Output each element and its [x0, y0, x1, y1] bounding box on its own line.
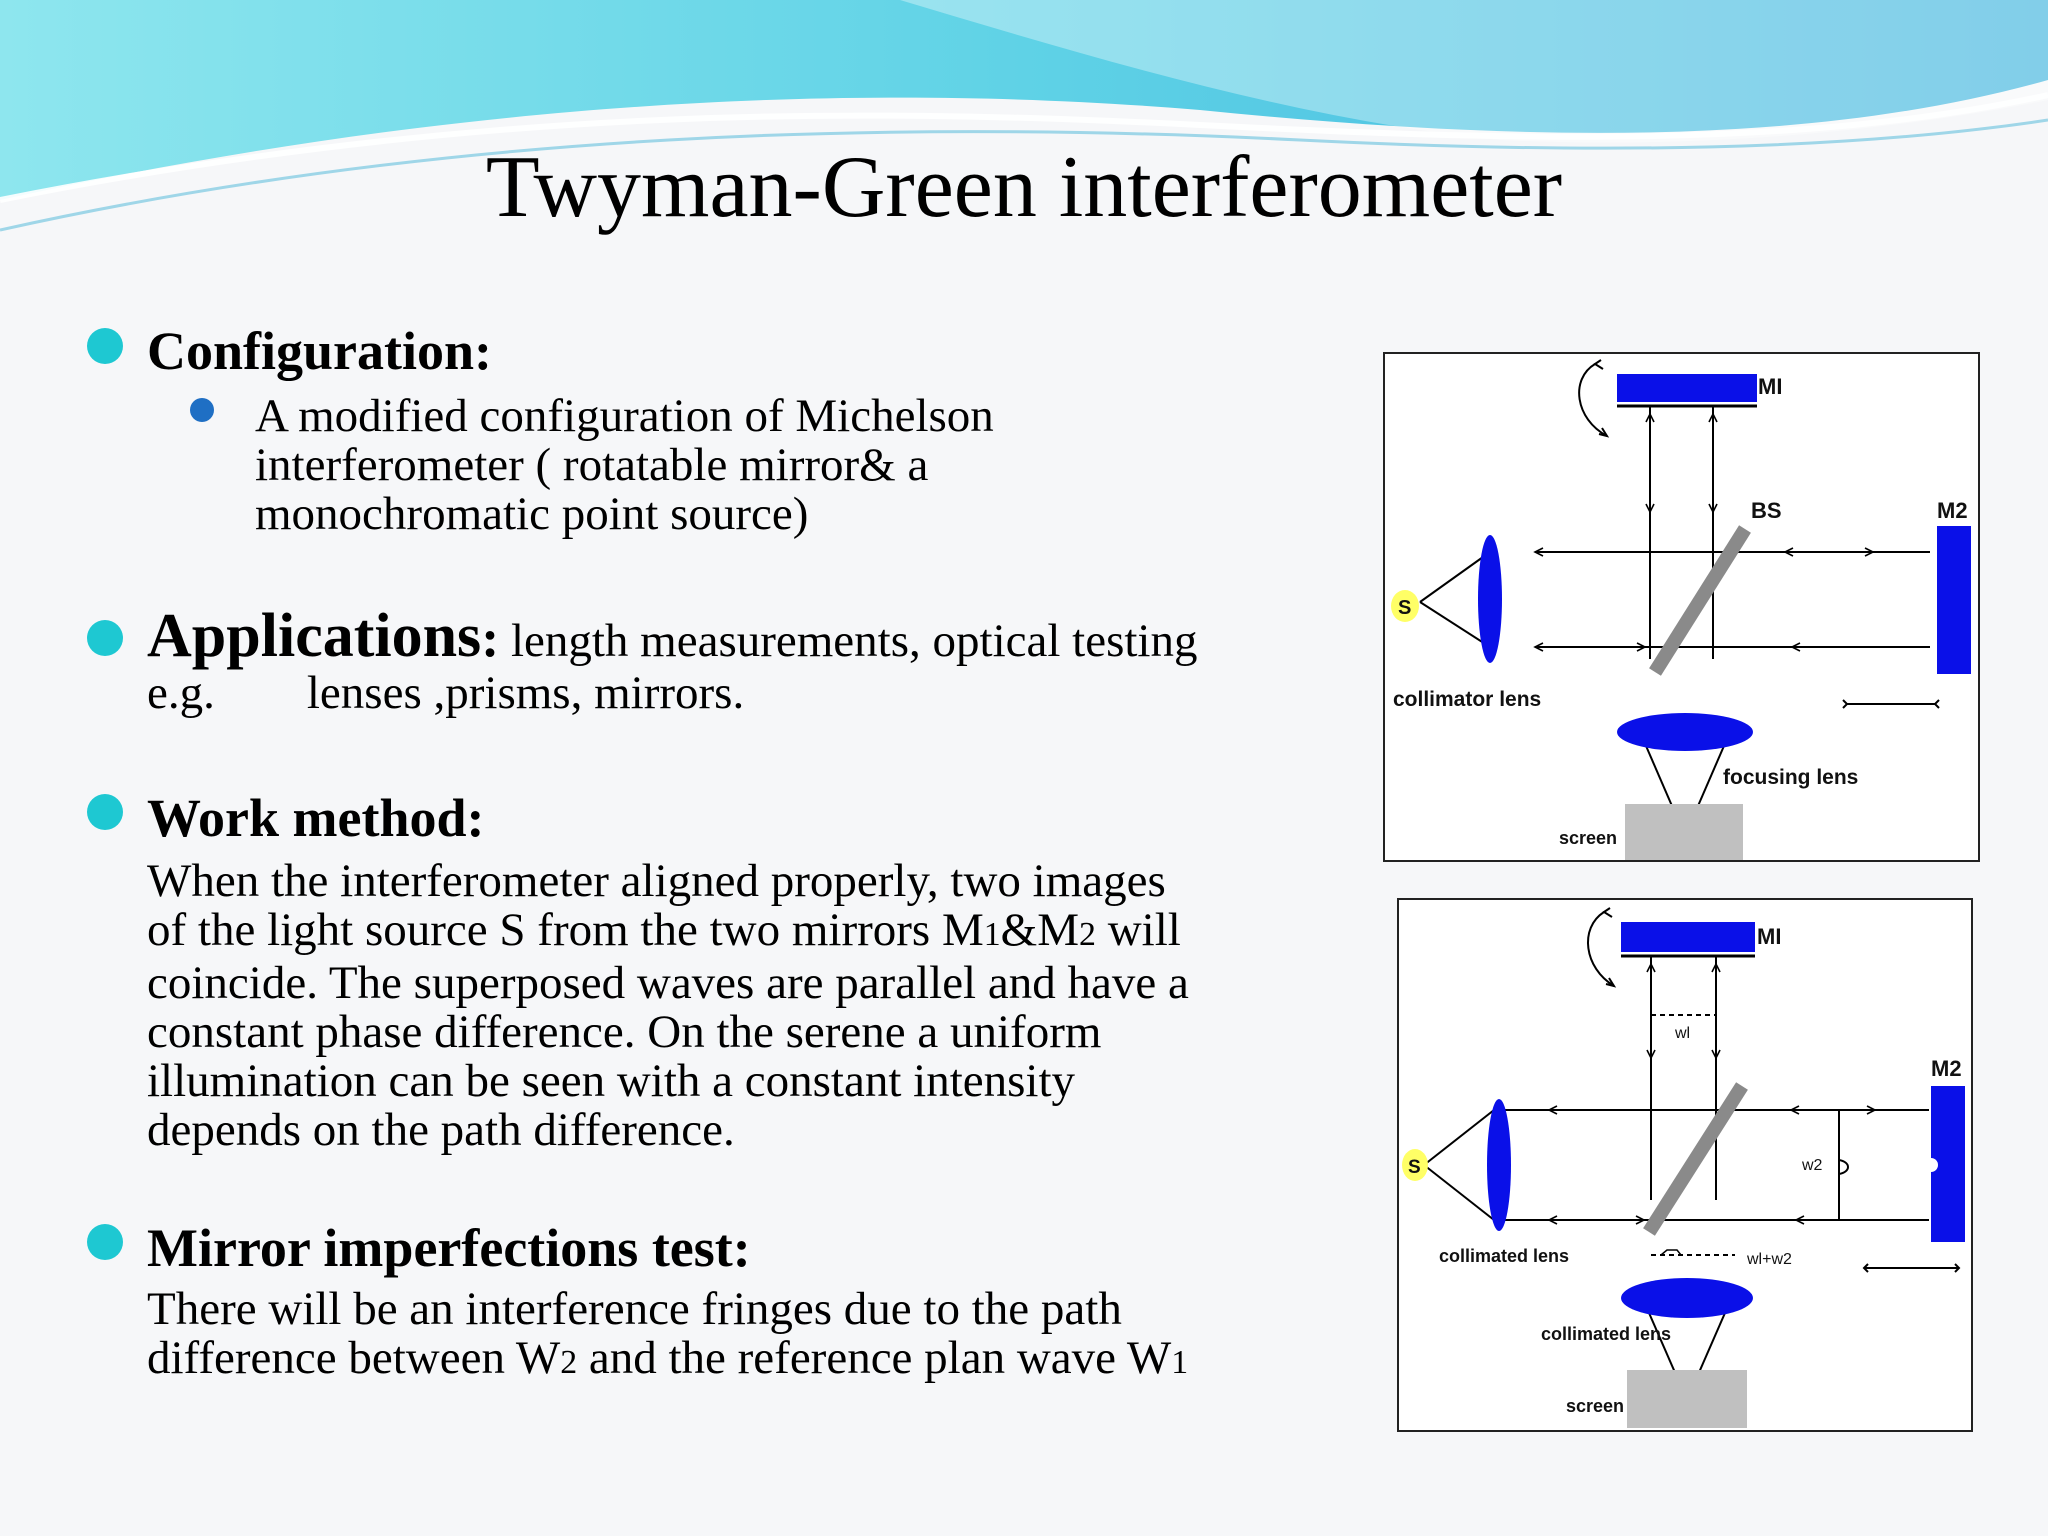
- applications-examples: lenses ,prisms, mirrors.: [306, 667, 745, 719]
- applications-eg: e.g.: [147, 667, 215, 719]
- svg-text:screen: screen: [1566, 1396, 1624, 1416]
- svg-text:BS: BS: [1751, 498, 1782, 523]
- screen: [1627, 1370, 1747, 1428]
- svg-text:w2: w2: [1801, 1157, 1823, 1174]
- mirror-m1: [1621, 922, 1755, 952]
- work-method-line: of the light source S from the two mirro…: [147, 904, 1181, 956]
- work-method-text: When the interferometer aligned properly…: [147, 857, 1189, 1155]
- beam-splitter: [1643, 1082, 1748, 1236]
- mirror-test-line: There will be an interference fringes du…: [147, 1283, 1122, 1335]
- svg-text:collimated lens: collimated lens: [1439, 1246, 1569, 1266]
- mirror-test-diagram: S MI M2 wl w2 wl+w2 collimated lens coll…: [1397, 898, 1973, 1432]
- svg-text:MI: MI: [1758, 374, 1782, 399]
- svg-text:screen: screen: [1559, 828, 1617, 848]
- ray-arrowheads: [1547, 962, 1877, 1225]
- svg-text:S: S: [1398, 597, 1411, 619]
- mirror-test-heading: Mirror imperfections test:: [147, 1218, 751, 1278]
- svg-text:focusing lens: focusing lens: [1723, 766, 1858, 789]
- applications-colon: :: [481, 608, 500, 668]
- configuration-heading: Configuration:: [147, 321, 493, 381]
- collimated-lens-2: [1621, 1278, 1753, 1318]
- bullet-icon: [87, 1224, 123, 1260]
- beam-splitter: [1649, 525, 1751, 676]
- configuration-text: A modified configuration of Michelson in…: [255, 392, 994, 539]
- work-method-heading: Work method:: [147, 788, 485, 848]
- svg-text:wl: wl: [1674, 1025, 1690, 1042]
- sub-bullet-icon: [190, 398, 214, 422]
- svg-text:MI: MI: [1757, 924, 1781, 949]
- configuration-line: A modified configuration of Michelson: [255, 390, 994, 442]
- mirror-test-text: There will be an interference fringes du…: [147, 1285, 1188, 1387]
- bullet-icon: [87, 328, 123, 364]
- interferometer-diagram: S MI BS M2 collimator lens focusing lens…: [1383, 352, 1980, 862]
- mirror-m2: [1937, 526, 1971, 674]
- configuration-line: monochromatic point source): [255, 488, 809, 540]
- collimated-lens-1: [1487, 1099, 1511, 1231]
- focusing-lens: [1617, 713, 1753, 751]
- svg-text:M2: M2: [1937, 498, 1968, 523]
- svg-text:collimated lens: collimated lens: [1541, 1324, 1671, 1344]
- svg-text:wl+w2: wl+w2: [1746, 1251, 1792, 1268]
- work-method-line: When the interferometer aligned properly…: [147, 855, 1166, 907]
- mirror-m1: [1617, 374, 1757, 402]
- bullet-icon: [87, 620, 123, 656]
- svg-text:M2: M2: [1931, 1056, 1962, 1081]
- svg-text:collimator lens: collimator lens: [1393, 688, 1541, 711]
- work-method-line: depends on the path difference.: [147, 1104, 735, 1156]
- applications-heading: Applications: [147, 602, 482, 670]
- slide-title: Twyman-Green interferometer: [485, 139, 1563, 236]
- screen: [1625, 804, 1743, 860]
- work-method-line: illumination can be seen with a constant…: [147, 1055, 1076, 1107]
- mirror-test-line: difference between W2 and the reference …: [147, 1332, 1189, 1384]
- collimator-lens: [1478, 535, 1502, 663]
- work-method-line: coincide. The superposed waves are paral…: [147, 957, 1189, 1009]
- work-method-line: constant phase difference. On the serene…: [147, 1006, 1102, 1058]
- bullet-icon: [87, 794, 123, 830]
- source-s: [1391, 590, 1419, 622]
- applications-text: Applications: length measurements, optic…: [147, 605, 1198, 719]
- configuration-line: interferometer ( rotatable mirror& a: [255, 439, 929, 491]
- header-wave-decoration: [0, 0, 2048, 232]
- ray-arrowheads: [1533, 412, 1875, 652]
- source-s: [1402, 1149, 1428, 1181]
- applications-description: length measurements, optical testing: [499, 615, 1198, 667]
- svg-text:S: S: [1408, 1157, 1421, 1178]
